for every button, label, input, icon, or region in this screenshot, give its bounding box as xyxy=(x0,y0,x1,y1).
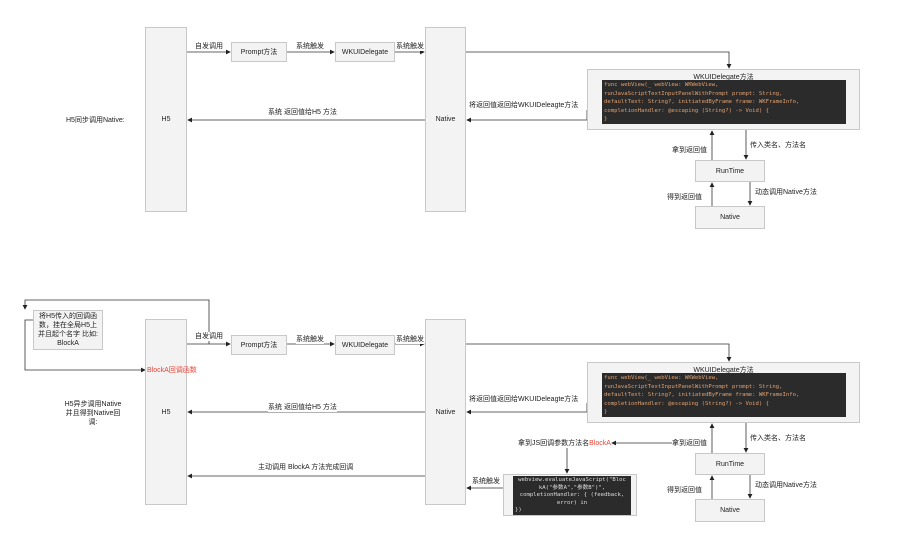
sys-trigger-label: 系统触发 xyxy=(296,42,324,51)
pass-class-label: 传入类名、方法名 xyxy=(750,141,806,150)
code-line: }) xyxy=(515,507,522,514)
h5-box: H5 xyxy=(145,319,187,505)
code-line: } xyxy=(604,409,608,416)
code-line: runJavaScriptTextInputPanelWithPrompt pr… xyxy=(604,90,783,97)
code-line: webview.evaluateJavaScript("Bloc xyxy=(518,477,626,483)
code-line: } xyxy=(604,116,608,123)
self-call-label: 自发调用 xyxy=(195,332,223,341)
dynamic-call-label: 动态调用Native方法 xyxy=(755,481,817,490)
native-small-box: Native xyxy=(695,206,765,229)
code-line: completionHandler: { (feedback, xyxy=(519,492,625,499)
code-block: func webView(_ webView: WKWebView, runJav… xyxy=(602,373,846,417)
runtime-box: RunTime xyxy=(695,453,765,475)
got-return-label: 得到返回值 xyxy=(667,486,702,495)
async-title: H5异步调用Native 并且得到Native回调: xyxy=(62,400,124,427)
return-to-h5-label: 系统 返回值给H5 方法 xyxy=(268,403,337,412)
wkuidelegate-box: WKUIDelegate xyxy=(335,335,395,355)
code-line: func webView(_ webView: WKWebView, xyxy=(604,82,719,88)
sys-trigger-label: 系统触发 xyxy=(396,42,424,51)
blocka-callback-label: BlockA回调函数 xyxy=(147,367,197,374)
wkui-method-title: WKUIDelegate方法 xyxy=(693,74,754,81)
sync-title: H5同步调用Native: xyxy=(66,116,125,125)
return-to-wkui-label: 将返回值返回给WKUIDeleagte方法 xyxy=(469,101,579,110)
code-line: defaultText: String?, initiatedByFrame f… xyxy=(604,392,800,399)
get-return-label: 拿到返回值 xyxy=(672,439,707,448)
callback-note-box: 将H5传入的回调函数，挂在全局H5上 并且起个名字 比如: BlockA xyxy=(33,310,103,350)
code-line: completionHandler: @escaping (String?) -… xyxy=(604,400,770,407)
wkui-method-title: WKUIDelegate方法 xyxy=(693,367,754,374)
runtime-box: RunTime xyxy=(695,160,765,182)
sys-trigger-label: 系统触发 xyxy=(472,477,500,486)
native-box: Native xyxy=(425,27,466,212)
dynamic-call-label: 动态调用Native方法 xyxy=(755,188,817,197)
native-box: Native xyxy=(425,319,466,505)
code-line: completionHandler: @escaping (String?) -… xyxy=(604,107,770,114)
pass-class-label: 传入类名、方法名 xyxy=(750,434,806,443)
code-line: kA("参数A","参数B")", xyxy=(538,484,606,491)
prompt-box: Prompt方法 xyxy=(231,335,287,355)
native-small-box: Native xyxy=(695,499,765,522)
sys-trigger-label: 系统触发 xyxy=(396,335,424,344)
h5-box: H5 xyxy=(145,27,187,212)
sys-trigger-label: 系统触发 xyxy=(296,335,324,344)
code-block: func webView(_ webView: WKWebView, runJav… xyxy=(602,80,846,124)
wkuidelegate-box: WKUIDelegate xyxy=(335,42,395,62)
code-line: defaultText: String?, initiatedByFrame f… xyxy=(604,99,800,106)
return-to-h5-label: 系统 返回值给H5 方法 xyxy=(268,108,337,117)
active-call-label: 主动调用 BlockA 方法完成回调 xyxy=(258,463,354,472)
get-js-param-text: 拿到JS回调参数方法名 xyxy=(518,440,590,447)
self-call-label: 自发调用 xyxy=(195,42,223,51)
code-line: func webView(_ webView: WKWebView, xyxy=(604,375,719,381)
get-js-param-label: 拿到JS回调参数方法名BlockA xyxy=(518,439,611,448)
blocka-name: BlockA xyxy=(589,440,611,447)
get-return-label: 拿到返回值 xyxy=(672,146,707,155)
return-to-wkui-label: 将返回值返回给WKUIDeleagte方法 xyxy=(469,395,579,404)
code-line: error) in xyxy=(556,499,588,506)
code-line: runJavaScriptTextInputPanelWithPrompt pr… xyxy=(604,383,783,390)
prompt-box: Prompt方法 xyxy=(231,42,287,62)
got-return-label: 得到返回值 xyxy=(667,193,702,202)
